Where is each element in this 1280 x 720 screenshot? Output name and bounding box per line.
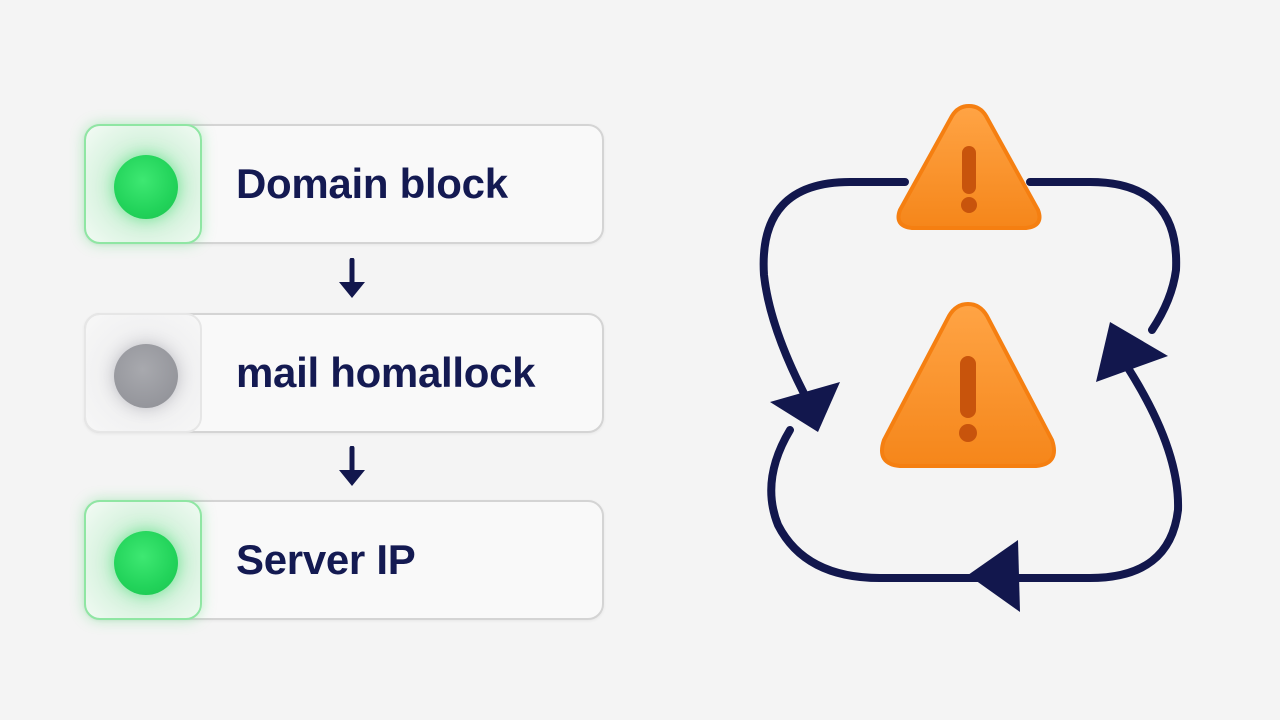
step-server-ip: Server IP [84,500,604,620]
arrow-down-icon [339,446,365,486]
green-dot-icon [114,155,178,219]
step-label: Domain block [236,160,508,207]
step-mail-homallock: mail homallock [84,313,604,433]
gray-dot-icon [114,344,178,408]
warning-triangle-icon [880,302,1056,468]
status-indicator [84,124,202,244]
step-domain-block: Domain block [84,124,604,244]
step-label: mail homallock [236,349,536,396]
green-dot-icon [114,531,178,595]
status-indicator [84,500,202,620]
step-label: Server IP [236,536,416,583]
status-indicator [84,313,202,433]
warning-triangle-icon [896,104,1042,230]
arrow-down-icon [339,258,365,298]
cycle-arrows-icon [759,104,1183,612]
